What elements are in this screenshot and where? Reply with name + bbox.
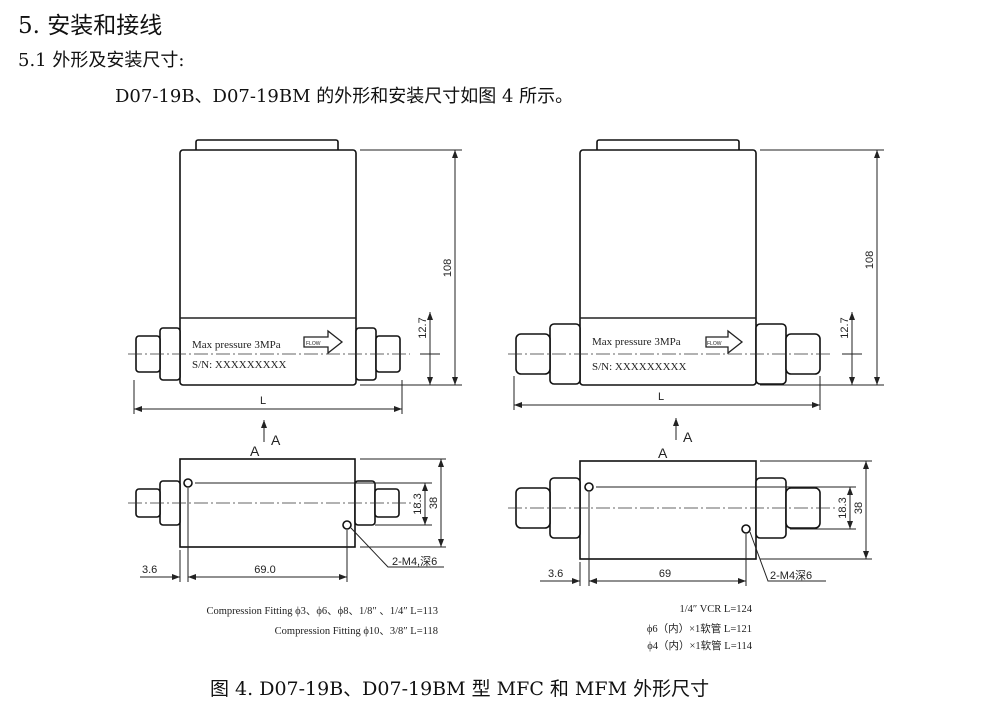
fitting-note: ϕ6（内）×1软管 L=121 [647,622,752,635]
view-label: A [658,445,668,461]
pressure-label: Max pressure 3MPa [192,339,281,351]
dim-axis: 12.7 [839,317,851,338]
section-heading: 5. 安装和接线 [18,13,163,39]
left-front-view: Max pressure 3MPa S/N: XXXXXXXXX FLOW 10… [128,139,462,459]
figure-caption: 图 4. D07-19B、D07-19BM 型 MFC 和 MFM 外形尺寸 [210,678,710,700]
view-mark: A [683,429,693,445]
hole-spec: 2-M4,深6 [392,555,437,568]
serial-label: S/N: XXXXXXXXX [192,359,286,371]
svg-text:FLOW: FLOW [707,341,722,347]
fitting-note: ϕ4（内）×1软管 L=114 [647,639,753,652]
subsection-heading: 5.1 外形及安装尺寸: [18,50,185,71]
right-front-view: Max pressure 3MPa S/N: XXXXXXXXX FLOW 10… [508,139,884,461]
left-drawing: Max pressure 3MPa S/N: XXXXXXXXX FLOW 10… [128,139,462,637]
dim-offset: 3.6 [142,564,157,576]
mount-hole [342,520,352,530]
right-drawing: Max pressure 3MPa S/N: XXXXXXXXX FLOW 10… [508,139,884,652]
fitting-note: 1/4″ VCR L=124 [679,604,752,615]
svg-text:FLOW: FLOW [306,341,321,347]
dim-height: 108 [442,259,454,277]
mount-hole [183,478,193,488]
fitting-note: Compression Fitting ϕ10、3/8″ L=118 [275,626,438,637]
dim-hole-spacing-y: 18.3 [412,493,424,514]
dim-length: L [658,391,664,403]
dim-offset: 3.6 [548,568,563,580]
view-mark: A [271,432,281,448]
dim-axis: 12.7 [417,317,429,338]
left-bottom-view: 18.3 38 3.6 69.0 2-M4,深6 [128,458,446,582]
fitting-note: Compression Fitting ϕ3、ϕ6、ϕ8、1/8″ 、1/4″ … [206,606,438,617]
view-label: A [250,443,260,459]
flow-arrow-icon: FLOW [705,329,744,355]
serial-label: S/N: XXXXXXXXX [592,361,686,373]
dim-width: 38 [853,502,865,514]
mount-hole [741,524,751,534]
dim-hole-spacing-x: 69.0 [254,564,275,576]
paragraph: D07-19B、D07-19BM 的外形和安装尺寸如图 4 所示。 [115,86,574,107]
dim-height: 108 [864,251,876,269]
right-bottom-view: 18.3 38 3.6 69 2-M4深6 [508,460,872,586]
dim-length: L [260,395,266,407]
flow-arrow-icon: FLOW [303,329,344,355]
dim-width: 38 [428,497,440,509]
dim-hole-spacing-x: 69 [659,568,671,580]
dim-hole-spacing-y: 18.3 [837,497,849,518]
hole-spec: 2-M4深6 [770,569,812,582]
pressure-label: Max pressure 3MPa [592,336,681,348]
mount-hole [584,482,594,492]
